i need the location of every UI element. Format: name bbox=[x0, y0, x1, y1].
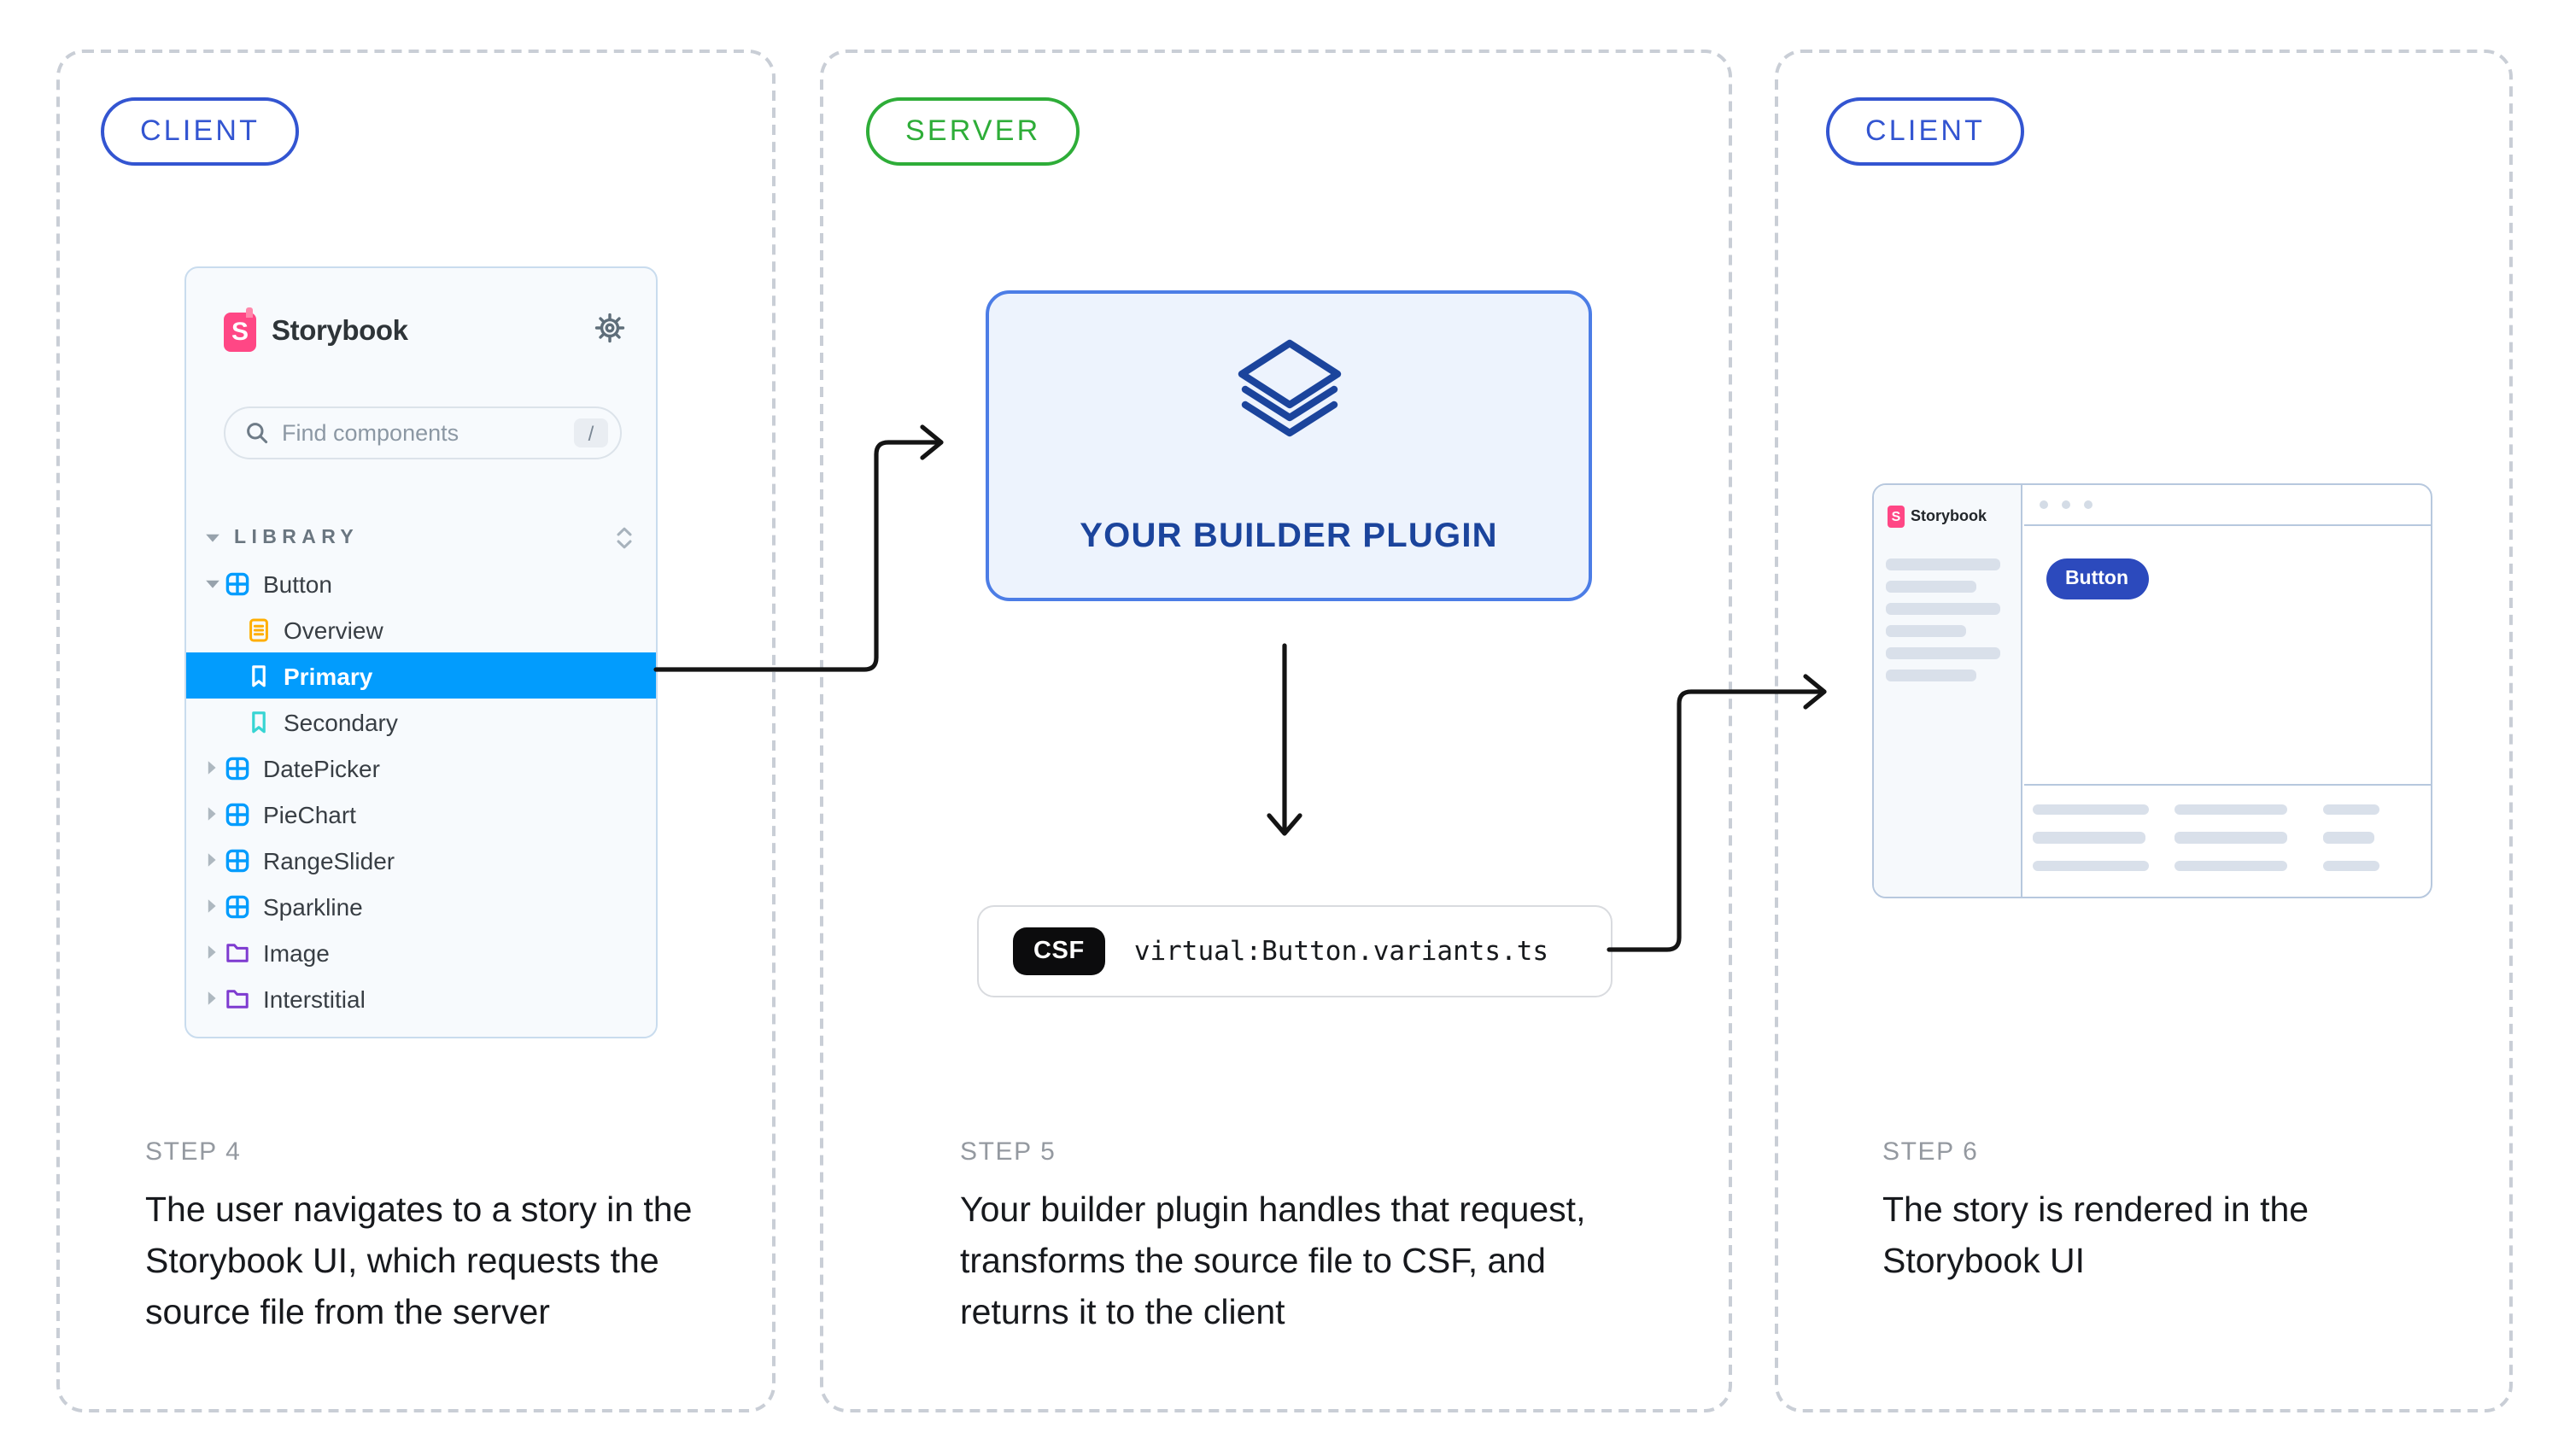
skeleton-bar bbox=[1886, 647, 2000, 658]
chevron-right-icon[interactable] bbox=[203, 944, 220, 960]
tree-item-button[interactable]: Button bbox=[186, 560, 656, 606]
skeleton-bar bbox=[2323, 832, 2374, 843]
tree-item-image[interactable]: Image bbox=[186, 929, 656, 975]
skeleton-bar bbox=[2323, 860, 2379, 871]
skeleton-bar bbox=[2174, 804, 2287, 815]
storybook-wordmark: Storybook bbox=[1911, 507, 1987, 525]
step-label: STEP 6 bbox=[1882, 1137, 1979, 1167]
csf-module-path: virtual:Button.variants.ts bbox=[1133, 936, 1549, 967]
chevron-right-icon[interactable] bbox=[203, 898, 220, 914]
chevron-right-icon[interactable] bbox=[203, 760, 220, 775]
panel-client-left: CLIENT S Storybook bbox=[56, 50, 776, 1412]
story-icon bbox=[248, 710, 270, 734]
skeleton-bar bbox=[2174, 860, 2287, 871]
chevron-right-icon[interactable] bbox=[203, 852, 220, 868]
tree-item-datepicker[interactable]: DatePicker bbox=[186, 745, 656, 791]
builder-plugin-title: YOUR BUILDER PLUGIN bbox=[1080, 517, 1498, 555]
tree-item-label: Interstitial bbox=[263, 985, 366, 1012]
mini-storybook-window: S Storybook Button bbox=[1872, 483, 2432, 898]
layers-icon bbox=[1234, 338, 1343, 446]
toolbar-dot-icon bbox=[2083, 500, 2093, 510]
mini-docs-panel bbox=[2023, 784, 2431, 897]
storybook-sidebar: S Storybook bbox=[184, 266, 658, 1038]
tree-item-label: DatePicker bbox=[263, 754, 380, 781]
tree-item-label: Sparkline bbox=[263, 892, 363, 920]
step-5-block: STEP 5 Your builder plugin handles that … bbox=[960, 1137, 1585, 1339]
tree-item-label: RangeSlider bbox=[263, 846, 395, 874]
chevron-right-icon[interactable] bbox=[203, 991, 220, 1006]
search-icon bbox=[246, 422, 268, 444]
skeleton-bar bbox=[2323, 804, 2379, 815]
tree-item-rangeslider[interactable]: RangeSlider bbox=[186, 837, 656, 883]
tree-item-label: Overview bbox=[284, 616, 383, 643]
search-input[interactable]: Find components / bbox=[224, 406, 622, 459]
panel-server: SERVER YOUR BUILDER PLUGIN CSF virtual:B… bbox=[820, 50, 1732, 1412]
builder-plugin-box: YOUR BUILDER PLUGIN bbox=[986, 290, 1592, 601]
skeleton-bar bbox=[2033, 860, 2148, 871]
storybook-sidebar-header: S Storybook bbox=[224, 306, 625, 357]
rendered-button[interactable]: Button bbox=[2046, 558, 2148, 599]
skeleton-bar bbox=[1886, 603, 2000, 614]
step-4-block: STEP 4 The user navigates to a story in … bbox=[145, 1137, 692, 1339]
tree-item-primary[interactable]: Primary bbox=[186, 652, 656, 699]
search-shortcut-key: / bbox=[574, 418, 608, 447]
component-icon bbox=[225, 756, 249, 780]
skeleton-bar bbox=[1886, 670, 1976, 681]
skeleton-bar bbox=[1886, 558, 2000, 570]
step-label: STEP 5 bbox=[960, 1137, 1057, 1167]
csf-module-box: CSF virtual:Button.variants.ts bbox=[977, 905, 1613, 997]
skeleton-bar bbox=[1886, 625, 1966, 636]
tree-item-label: Primary bbox=[284, 662, 373, 689]
step-text: Your builder plugin handles that request… bbox=[960, 1190, 1586, 1332]
server-badge: SERVER bbox=[866, 97, 1080, 166]
search-placeholder: Find components bbox=[282, 420, 459, 446]
step-text: The user navigates to a story in the Sto… bbox=[145, 1190, 693, 1332]
mini-sidebar: S Storybook bbox=[1874, 485, 2022, 897]
skeleton-bar bbox=[1886, 581, 1976, 592]
folder-icon bbox=[225, 942, 249, 962]
storybook-wordmark: Storybook bbox=[272, 315, 408, 346]
library-section-label: LIBRARY bbox=[234, 527, 360, 547]
component-icon bbox=[225, 848, 249, 872]
panel-client-right: CLIENT S Storybook bbox=[1775, 50, 2513, 1412]
tree-item-label: Secondary bbox=[284, 708, 398, 735]
skeleton-bar bbox=[2174, 832, 2287, 843]
component-icon bbox=[225, 571, 249, 595]
tree-item-secondary[interactable]: Secondary bbox=[186, 699, 656, 745]
component-icon bbox=[225, 894, 249, 918]
client-badge: CLIENT bbox=[1826, 97, 2025, 166]
mini-storybook-brand: S Storybook bbox=[1888, 506, 1987, 527]
chevron-right-icon[interactable] bbox=[203, 806, 220, 822]
library-section-header[interactable]: LIBRARY bbox=[186, 514, 656, 560]
component-icon bbox=[225, 802, 249, 826]
gear-icon[interactable] bbox=[594, 312, 625, 351]
chevron-down-icon[interactable] bbox=[203, 578, 220, 588]
story-icon bbox=[248, 664, 270, 687]
toolbar-dot-icon bbox=[2061, 500, 2070, 510]
tree-item-interstitial[interactable]: Interstitial bbox=[186, 975, 656, 1021]
tree-item-overview[interactable]: Overview bbox=[186, 606, 656, 652]
step-6-block: STEP 6 The story is rendered in the Stor… bbox=[1882, 1137, 2309, 1288]
step-text: The story is rendered in the Storybook U… bbox=[1882, 1190, 2309, 1281]
toolbar-dot-icon bbox=[2039, 500, 2048, 510]
client-badge: CLIENT bbox=[101, 97, 300, 166]
skeleton-bar bbox=[2033, 832, 2145, 843]
tree-item-piechart[interactable]: PieChart bbox=[186, 791, 656, 837]
mini-preview-area bbox=[2023, 485, 2431, 897]
doc-icon bbox=[248, 617, 270, 641]
chevron-down-icon bbox=[203, 532, 220, 542]
mini-toolbar bbox=[2023, 485, 2431, 526]
step-label: STEP 4 bbox=[145, 1137, 242, 1167]
storybook-logo: S bbox=[1888, 506, 1905, 527]
tree-item-label: Image bbox=[263, 939, 330, 966]
tree-item-label: PieChart bbox=[263, 800, 356, 827]
tree-item-label: Button bbox=[263, 570, 332, 597]
storybook-logo: S bbox=[224, 307, 256, 351]
tree-item-sparkline[interactable]: Sparkline bbox=[186, 883, 656, 929]
expand-collapse-icon[interactable] bbox=[615, 525, 634, 549]
skeleton-bar bbox=[2033, 804, 2148, 815]
folder-icon bbox=[225, 988, 249, 1009]
csf-badge: CSF bbox=[1013, 927, 1105, 975]
